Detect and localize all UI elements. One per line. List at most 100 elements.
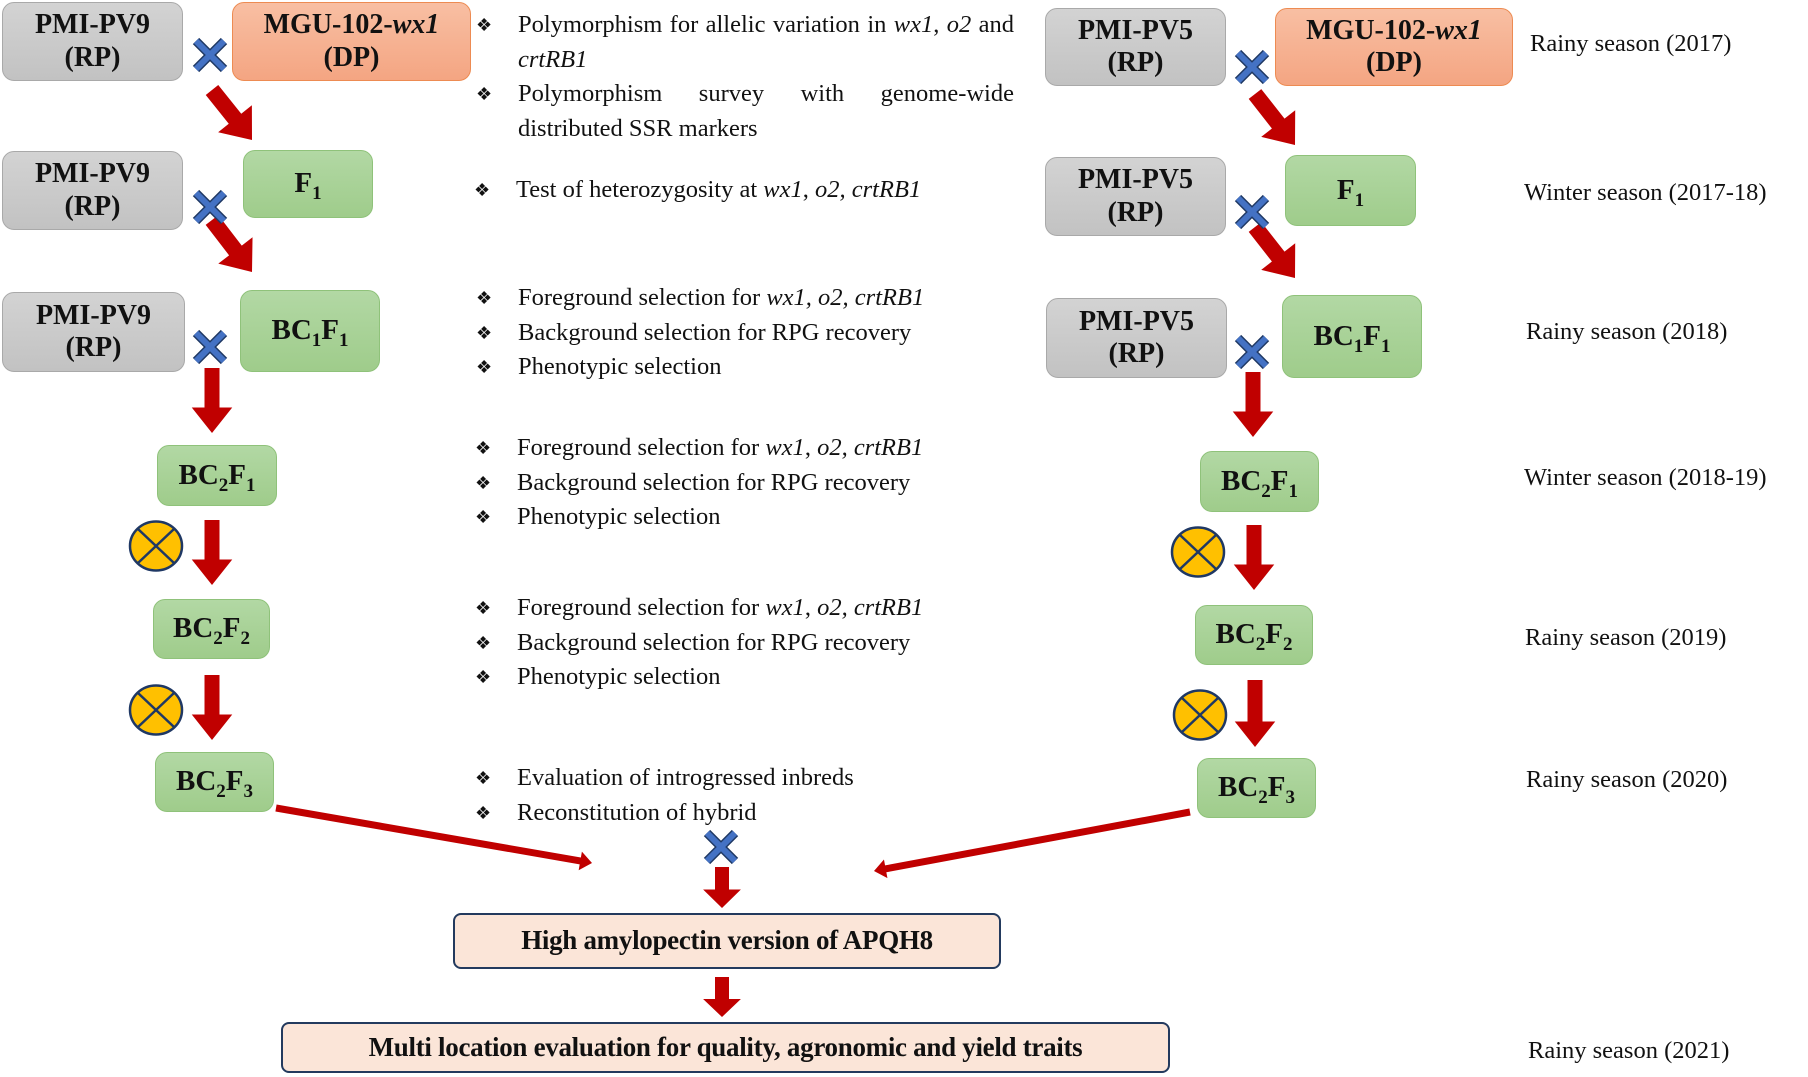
note-text: Background selection for RPG recovery — [517, 628, 911, 656]
note-text: Evaluation of introgressed inbreds — [517, 764, 854, 791]
gen-base: F — [228, 458, 246, 491]
note-text: Reconstitution of hybrid — [517, 798, 757, 826]
gen-sub: 1 — [1381, 335, 1391, 357]
notes-step-4: ❖ Foreground selection for wx1, o2, crtR… — [475, 431, 923, 535]
hybrid-outcome-label: High amylopectin version of APQH8 — [521, 925, 933, 956]
gen-base: BC — [271, 314, 312, 347]
gen-base: F — [1270, 464, 1289, 497]
dp-name-text: MGU-102- — [263, 9, 393, 41]
gen-sub: 2 — [213, 628, 223, 650]
note-text: Phenotypic selection — [518, 353, 722, 380]
note-text: Polymorphism for allelic variation in wx… — [518, 8, 1014, 77]
gene-name: o2, crtRB1 — [817, 594, 924, 621]
gen-sub: 2 — [1258, 787, 1268, 809]
arrow-icon — [874, 808, 1191, 879]
cross-icon — [707, 833, 735, 861]
note-text: Phenotypic selection — [517, 503, 721, 530]
gen-base: F — [294, 167, 313, 200]
gen-base: BC — [1215, 618, 1256, 651]
gene-name: wx1 — [763, 176, 803, 203]
gen-sub: 1 — [1353, 335, 1364, 357]
note-item: ❖ Polymorphism for allelic variation in … — [476, 8, 1014, 77]
notes-step-3: ❖ Foreground selection for wx1, o2, crtR… — [476, 281, 924, 385]
gen-base: F — [222, 612, 241, 645]
rp-tag: (RP) — [1108, 338, 1165, 369]
note-text: Foreground selection for wx1, o2, crtRB1 — [517, 431, 923, 466]
arrow-icon — [1232, 372, 1274, 437]
gen-sub: 1 — [246, 474, 256, 496]
right-donor-parent-box: MGU-102-wx1 (DP) — [1275, 8, 1513, 86]
generation-label: F1 — [294, 167, 321, 203]
gene-name: wx1 — [765, 594, 805, 621]
gen-base: F — [1336, 173, 1355, 206]
evaluation-outcome-box: Multi location evaluation for quality, a… — [281, 1022, 1170, 1073]
diamond-bullet-icon: ❖ — [475, 802, 492, 823]
generation-label: BC1F1 — [1313, 319, 1390, 356]
left-bc2f1-box: BC2F1 — [157, 445, 277, 506]
dp-name: MGU-102-wx1 — [264, 9, 440, 41]
text-run: Polymorphism for allelic variation in — [518, 11, 894, 38]
rp-tag: (RP) — [64, 190, 121, 222]
rp-tag: (RP) — [1107, 47, 1164, 78]
note-text: Test of heterozygosity at wx1, o2, crtRB… — [516, 173, 921, 208]
gen-base: F — [321, 314, 339, 347]
note-item: ❖ Background selection for RPG recovery — [475, 626, 923, 661]
arrow-icon — [191, 675, 233, 740]
diamond-bullet-icon: ❖ — [475, 632, 492, 653]
rp-name: PMI-PV5 — [1078, 305, 1195, 337]
left-bc2f2-box: BC2F2 — [153, 599, 270, 659]
gen-sub: 3 — [1285, 787, 1296, 809]
note-item: ❖ Background selection for RPG recovery — [475, 466, 923, 501]
gene-name: o2 — [946, 11, 972, 38]
rp-name: PMI-PV9 — [34, 9, 151, 41]
hybrid-outcome-box: High amylopectin version of APQH8 — [453, 913, 1001, 969]
gen-base: BC — [1313, 319, 1354, 352]
text-run: , — [804, 434, 818, 461]
gen-base: BC — [178, 458, 219, 491]
note-item: ❖ Phenotypic selection — [476, 350, 924, 385]
dp-gene: wx1 — [392, 9, 440, 41]
generation-label: BC2F2 — [1215, 618, 1292, 654]
note-item: ❖ Reconstitution of hybrid — [475, 796, 854, 831]
gen-base: F — [225, 765, 244, 798]
generation-label: BC2F2 — [172, 612, 250, 648]
right-bc2f2-box: BC2F2 — [1195, 605, 1313, 665]
generation-label: BC2F3 — [1218, 771, 1295, 807]
gen-sub: 2 — [218, 474, 229, 496]
right-bc2f1-box: BC2F1 — [1200, 451, 1319, 512]
gen-sub: 1 — [1354, 189, 1365, 211]
rp-name: PMI-PV9 — [34, 158, 151, 190]
diamond-bullet-icon: ❖ — [476, 15, 493, 35]
note-item: ❖ Foreground selection for wx1, o2, crtR… — [475, 431, 923, 466]
text-run: Foreground selection for — [517, 434, 766, 461]
arrow-icon — [703, 977, 741, 1017]
right-bc2f3-box: BC2F3 — [1197, 758, 1316, 818]
note-item: ❖ Phenotypic selection — [475, 500, 923, 535]
left-donor-parent-box: MGU-102-wx1 (DP) — [232, 2, 471, 81]
arrow-icon — [1248, 89, 1296, 145]
gen-base: BC — [172, 612, 214, 645]
rp-tag: (RP) — [1107, 196, 1164, 228]
notes-step-1: ❖ Polymorphism for allelic variation in … — [476, 8, 1014, 146]
generation-label: BC1F1 — [271, 314, 348, 350]
diamond-bullet-icon: ❖ — [476, 288, 493, 308]
left-recurrent-parent-box: PMI-PV9 (RP) — [2, 292, 185, 372]
note-text: Polymorphism survey with genome-wide dis… — [518, 80, 1014, 142]
arrow-icon — [1248, 222, 1296, 278]
diamond-bullet-icon: ❖ — [476, 84, 493, 104]
note-text: Phenotypic selection — [517, 663, 721, 690]
note-text: Background selection for RPG recovery — [518, 318, 912, 346]
diamond-bullet-icon: ❖ — [474, 180, 491, 200]
rp-name: PMI-PV9 — [35, 299, 152, 331]
right-recurrent-parent-box: PMI-PV5 (RP) — [1045, 8, 1226, 86]
gene-name: o2, crtRB1 — [817, 434, 924, 461]
gene-name: crtRB1 — [518, 45, 588, 73]
arrow-icon — [191, 368, 233, 433]
left-recurrent-parent-box: PMI-PV9 (RP) — [2, 151, 183, 230]
text-run: Test of heterozygosity at — [516, 176, 764, 203]
rp-tag: (RP) — [64, 41, 121, 73]
generation-label: F1 — [1336, 173, 1364, 210]
generation-label: BC2F1 — [178, 458, 255, 495]
gene-name: o2, crtRB1 — [815, 176, 922, 203]
arrow-icon — [191, 520, 233, 585]
